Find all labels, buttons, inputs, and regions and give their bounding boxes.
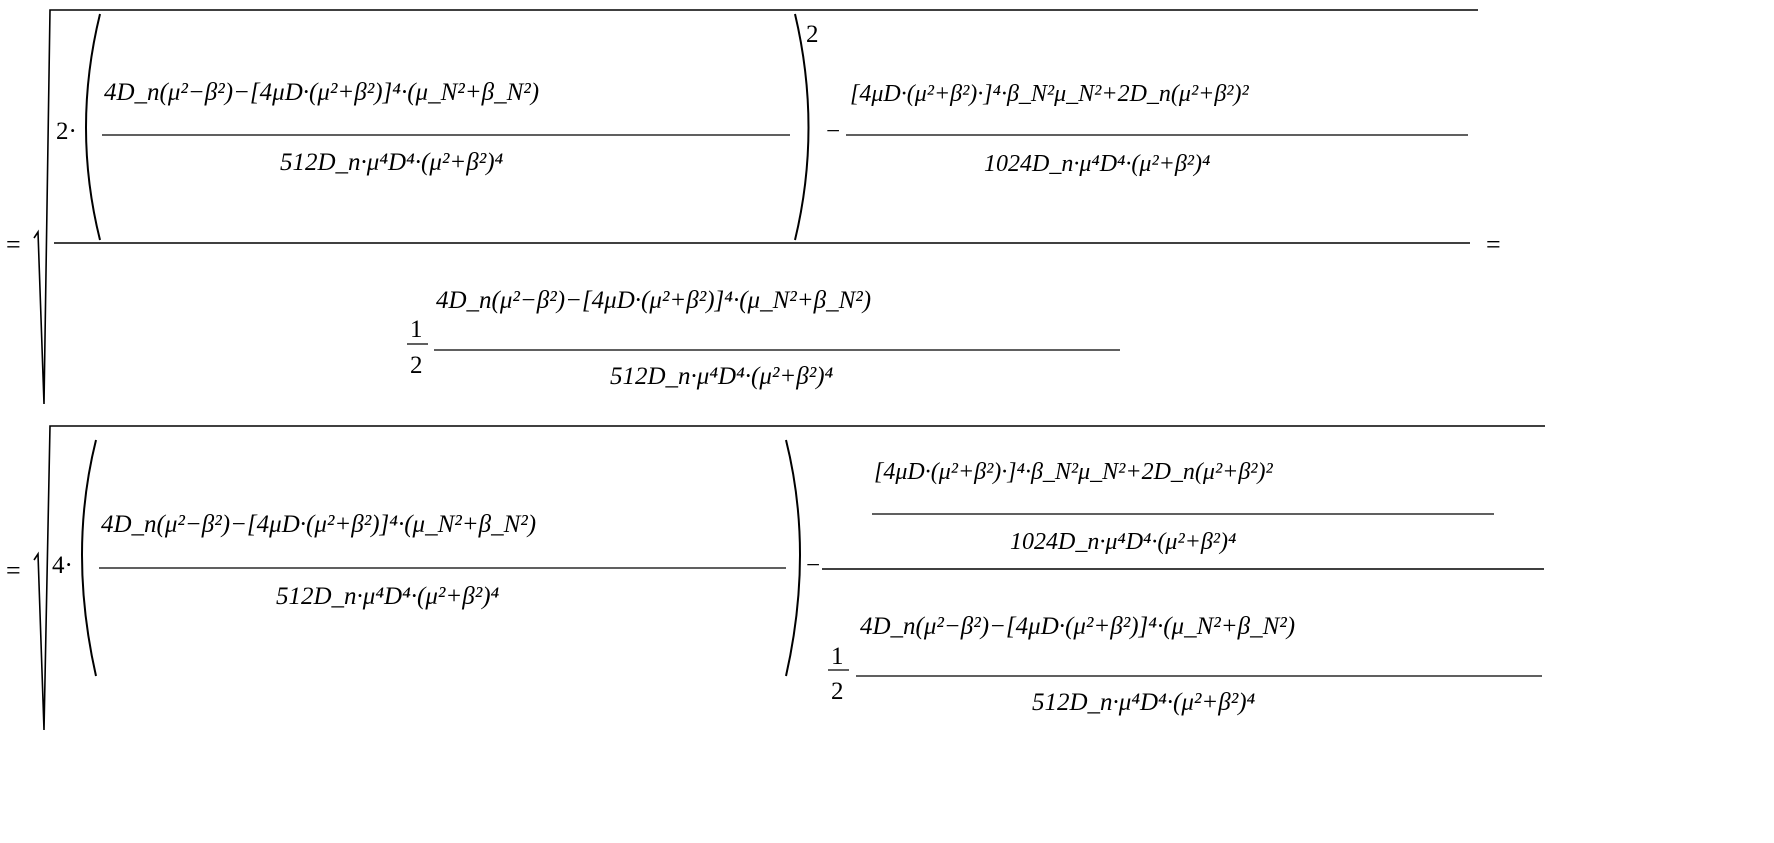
big-paren-right-1 <box>794 13 810 241</box>
frac2-numerator-1: [4μD·(μ²+β²)·]⁴·β_N²μ_N²+2D_n(μ²+β²)² <box>850 81 1249 107</box>
frac1-numerator-1: 4D_n(μ²−β²)−[4μD·(μ²+β²)]⁴·(μ_N²+β_N²) <box>104 79 540 106</box>
minus-sign-1: − <box>826 118 841 145</box>
equals-sign-2: = <box>6 556 21 585</box>
minus-sign-2: − <box>806 552 821 579</box>
lower-numerator-1: 4D_n(μ²−β²)−[4μD·(μ²+β²)]⁴·(μ_N²+β_N²) <box>436 287 872 314</box>
half-numerator-2: 1 <box>831 643 844 670</box>
lower-denominator-2: 512D_n·μ⁴D⁴·(μ²+β²)⁴ <box>1032 689 1256 716</box>
radical-sign-2 <box>33 425 1545 731</box>
half-numerator-1: 1 <box>410 316 423 343</box>
big-paren-right-2 <box>785 439 801 677</box>
radical-sign-1 <box>33 9 1478 405</box>
big-paren-left-1 <box>85 13 101 241</box>
half-denominator-1: 2 <box>410 352 423 379</box>
lower-denominator-1: 512D_n·μ⁴D⁴·(μ²+β²)⁴ <box>610 363 834 390</box>
frac2-denominator-1: 1024D_n·μ⁴D⁴·(μ²+β²)⁴ <box>984 151 1211 177</box>
frac1-numerator-2: 4D_n(μ²−β²)−[4μD·(μ²+β²)]⁴·(μ_N²+β_N²) <box>101 511 537 538</box>
half-denominator-2: 2 <box>831 678 844 705</box>
frac1-denominator-2: 512D_n·μ⁴D⁴·(μ²+β²)⁴ <box>276 583 500 610</box>
equals-sign-1: = <box>6 230 21 259</box>
frac1-denominator-1: 512D_n·μ⁴D⁴·(μ²+β²)⁴ <box>280 149 504 176</box>
lower-numerator-2: 4D_n(μ²−β²)−[4μD·(μ²+β²)]⁴·(μ_N²+β_N²) <box>860 613 1296 640</box>
upper-denominator-2: 1024D_n·μ⁴D⁴·(μ²+β²)⁴ <box>1010 529 1237 555</box>
outer-coefficient-1: 2· <box>56 118 77 145</box>
big-paren-left-2 <box>81 439 97 677</box>
outer-coefficient-2: 4· <box>52 552 73 579</box>
square-exponent: 2 <box>806 21 819 48</box>
upper-numerator-2: [4μD·(μ²+β²)·]⁴·β_N²μ_N²+2D_n(μ²+β²)² <box>874 459 1273 485</box>
trailing-equals-1: = <box>1486 230 1501 259</box>
